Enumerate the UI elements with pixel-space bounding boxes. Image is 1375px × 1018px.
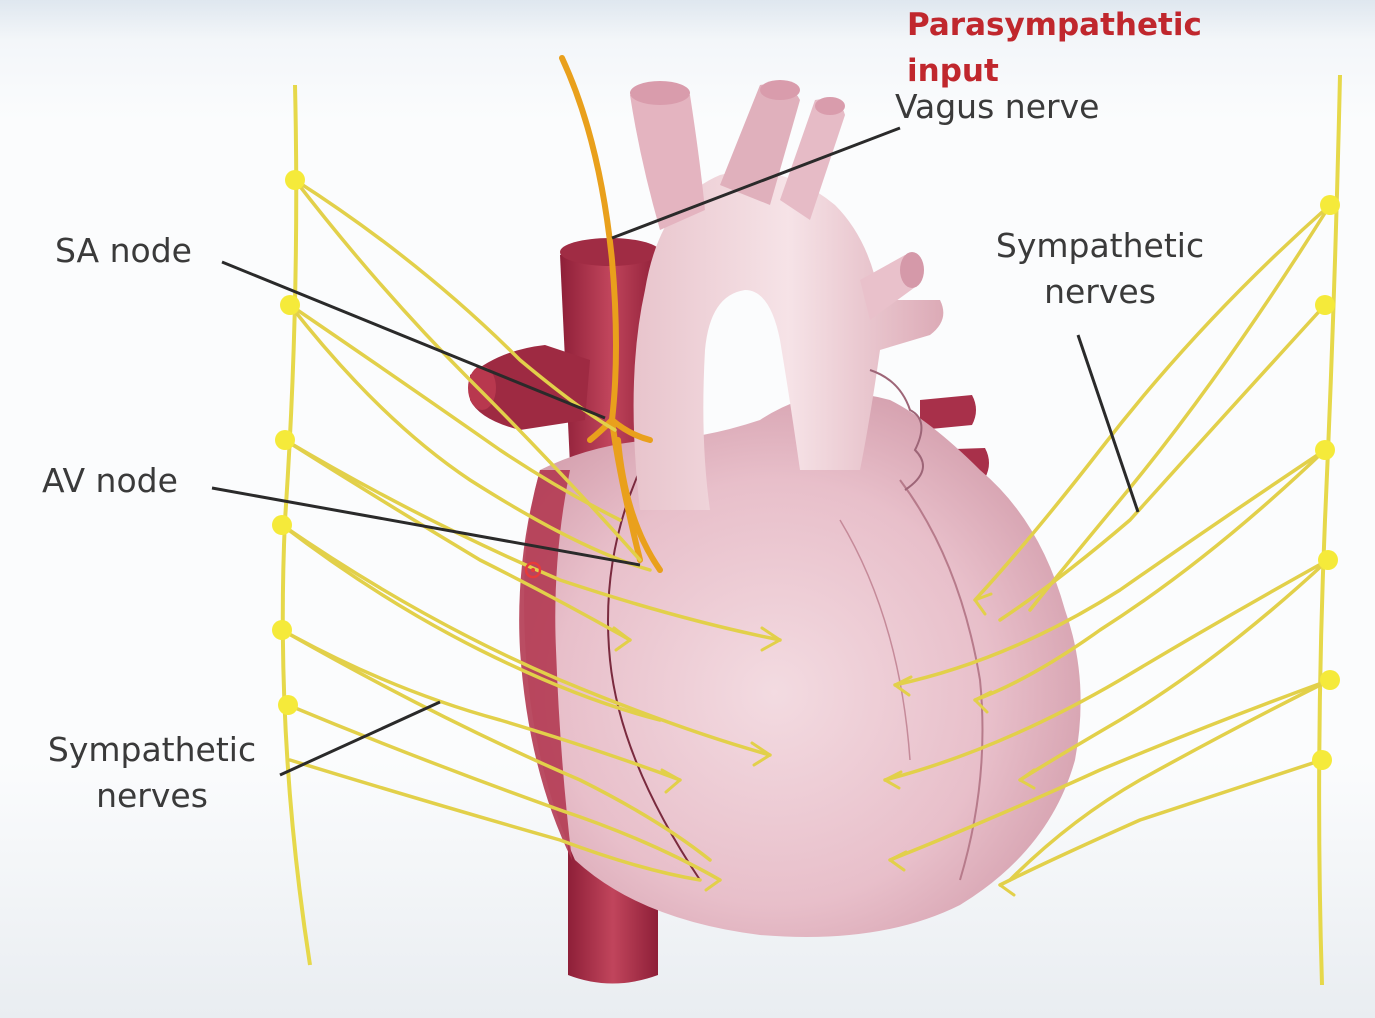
parasympathetic-input-label: Parasympathetic input [907, 2, 1202, 94]
parasympathetic-label-line1: Parasympathetic [907, 2, 1202, 48]
sa-node-label: SA node [55, 228, 192, 274]
sympathetic-right-line1: Sympathetic [985, 223, 1215, 269]
sympathetic-nerves-right-label: Sympathetic nerves [985, 223, 1215, 315]
sympathetic-left-line1: Sympathetic [38, 727, 266, 773]
brachiocephalic-artery [630, 87, 705, 231]
ganglia-left [272, 170, 305, 715]
vagus-nerve-label: Vagus nerve [895, 84, 1099, 130]
av-node-label: AV node [42, 458, 178, 504]
sympathetic-right-line2: nerves [985, 269, 1215, 315]
sympathetic-left-line2: nerves [38, 773, 266, 819]
sympathetic-nerves-left-label: Sympathetic nerves [38, 727, 266, 819]
